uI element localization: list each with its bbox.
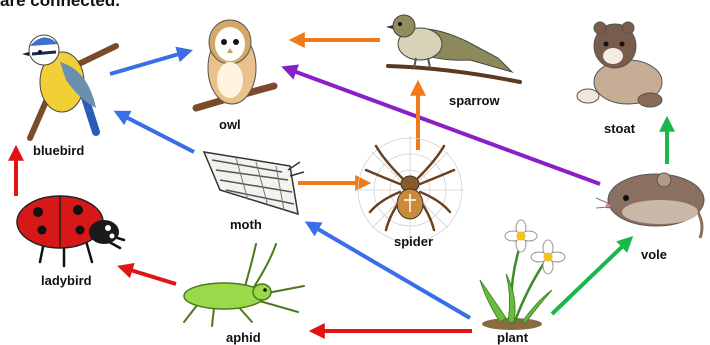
stoat-icon <box>577 22 662 107</box>
arrow-vole-to-owl <box>288 69 600 184</box>
arrow-aphid-to-ladybird <box>124 268 176 284</box>
spider-label: spider <box>394 234 433 249</box>
bluebird-icon <box>22 35 116 138</box>
moth-label: moth <box>230 217 262 232</box>
owl-label: owl <box>219 117 241 132</box>
bluebird-label: bluebird <box>33 143 84 158</box>
vole-label: vole <box>641 247 667 262</box>
ladybird-label: ladybird <box>41 273 92 288</box>
spider-icon <box>356 136 464 244</box>
ladybird-icon <box>17 196 124 266</box>
stoat-label: stoat <box>604 121 635 136</box>
arrow-plant-to-vole <box>552 241 628 314</box>
aphid-label: aphid <box>226 330 261 345</box>
arrow-plant-to-moth <box>311 225 470 318</box>
arrow-bluebird-to-owl <box>110 52 186 74</box>
arrow-moth-to-bluebird <box>120 114 194 152</box>
owl-icon <box>196 20 274 108</box>
moth-icon <box>204 152 304 214</box>
sparrow-label: sparrow <box>449 93 500 108</box>
aphid-icon <box>184 244 304 326</box>
vole-icon <box>596 173 704 238</box>
sparrow-icon <box>386 15 520 82</box>
arrows-layer <box>16 40 667 331</box>
plant-label: plant <box>497 330 528 345</box>
